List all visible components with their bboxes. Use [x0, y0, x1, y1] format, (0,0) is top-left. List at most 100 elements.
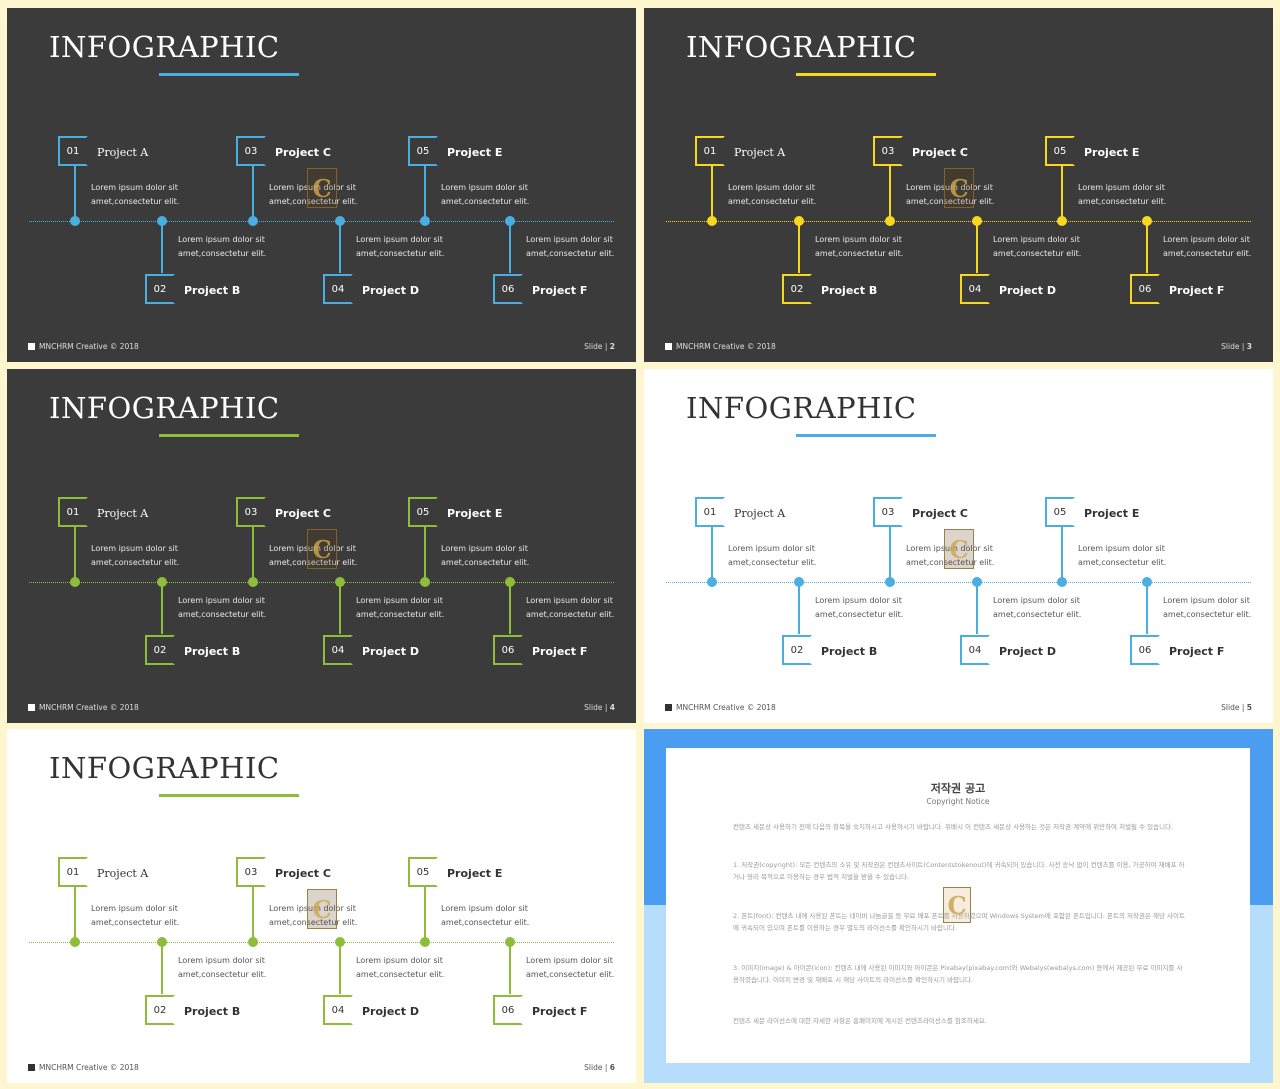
project-name: Project D	[362, 1005, 420, 1018]
footer-credit: MNCHRM Creative © 2018	[39, 342, 139, 351]
timeline-dot	[794, 577, 804, 587]
project-name: Project C	[275, 507, 331, 520]
project-name: Project F	[1169, 284, 1225, 297]
project-name: Project F	[532, 645, 588, 658]
project-description: Lorem ipsum dolor sit	[993, 235, 1080, 244]
timeline-stem	[252, 886, 254, 942]
project-name: Project D	[362, 284, 420, 297]
timeline-stem	[1146, 221, 1148, 273]
timeline-dot	[1057, 577, 1067, 587]
timeline-dot	[1142, 577, 1152, 587]
project-description: amet,consectetur elit.	[356, 249, 445, 258]
project-number-box: 03	[873, 136, 903, 166]
notice-title: 저작권 공고	[930, 782, 986, 795]
timeline-dot	[335, 577, 345, 587]
project-description: amet,consectetur elit.	[526, 249, 615, 258]
project-number-box: 01	[58, 497, 88, 527]
project-description: Lorem ipsum dolor sit	[815, 596, 902, 605]
slide-number: Slide | 3	[1221, 342, 1252, 351]
timeline-dot	[885, 216, 895, 226]
project-description: amet,consectetur elit.	[269, 197, 358, 206]
timeline-stem	[161, 221, 163, 273]
project-number-box: 03	[236, 136, 266, 166]
project-description: amet,consectetur elit.	[441, 918, 530, 927]
project-number-box: 06	[493, 274, 523, 304]
timeline-line	[666, 221, 1251, 222]
project-name: Project F	[532, 1005, 588, 1018]
watermark-logo: C	[307, 889, 337, 929]
timeline-dot	[248, 577, 258, 587]
project-name: Project B	[821, 284, 878, 297]
timeline-line	[29, 221, 614, 222]
timeline-stem	[711, 165, 713, 221]
project-description: amet,consectetur elit.	[815, 249, 904, 258]
notice-card: 저작권 공고 Copyright Notice 컨텐츠 세문상 사용하기 전에 …	[666, 748, 1250, 1063]
timeline-stem	[976, 582, 978, 634]
project-name: Project E	[447, 507, 503, 520]
timeline-stem	[509, 582, 511, 634]
notice-subtitle: Copyright Notice	[926, 797, 990, 806]
project-name: Project D	[999, 284, 1057, 297]
project-description: amet,consectetur elit.	[1078, 197, 1167, 206]
project-number-box: 03	[236, 497, 266, 527]
timeline-stem	[161, 582, 163, 634]
project-number-box: 03	[873, 497, 903, 527]
footer-credit: MNCHRM Creative © 2018	[676, 703, 776, 712]
project-name: Project C	[275, 146, 331, 159]
project-description: amet,consectetur elit.	[178, 610, 267, 619]
project-description: amet,consectetur elit.	[906, 197, 995, 206]
project-description: amet,consectetur elit.	[1163, 249, 1252, 258]
project-name: Project C	[912, 146, 968, 159]
footer-square-icon	[665, 704, 672, 711]
timeline-dot	[505, 937, 515, 947]
project-description: amet,consectetur elit.	[356, 610, 445, 619]
project-number-box: 01	[695, 136, 725, 166]
footer-credit: MNCHRM Creative © 2018	[676, 342, 776, 351]
notice-paragraph: 컨텐츠 세문상 사용하기 전에 다음의 항목을 숙지하시고 사용하시기 바랍니다…	[733, 823, 1174, 831]
project-description: amet,consectetur elit.	[993, 610, 1082, 619]
project-description: Lorem ipsum dolor sit	[178, 235, 265, 244]
notice-paragraph: 컨텐츠 세문 라이선스에 대한 자세한 사항은 홈페이지에 게시된 컨텐츠라이선…	[733, 1017, 987, 1025]
timeline-stem	[424, 165, 426, 221]
project-number-box: 04	[323, 635, 353, 665]
project-description: Lorem ipsum dolor sit	[178, 956, 265, 965]
project-number-box: 05	[408, 136, 438, 166]
timeline-stem	[1061, 165, 1063, 221]
timeline-stem	[339, 221, 341, 273]
project-description-block: Lorem ipsum dolor sit amet,consectetur el…	[269, 181, 389, 209]
watermark-logo: C	[307, 168, 337, 208]
project-description: amet,consectetur elit.	[178, 249, 267, 258]
project-name: Project C	[912, 507, 968, 520]
project-description: Lorem ipsum dolor sit	[728, 544, 815, 553]
project-description: Lorem ipsum dolor sit	[269, 183, 356, 192]
project-name: Project B	[821, 645, 878, 658]
timeline-dot	[1142, 216, 1152, 226]
timeline-stem	[74, 526, 76, 582]
timeline-dot	[157, 937, 167, 947]
timeline-line	[29, 582, 614, 583]
timeline-stem	[424, 886, 426, 942]
watermark-logo: C	[944, 529, 974, 569]
project-number-box: 02	[782, 635, 812, 665]
project-number-box: 02	[145, 274, 175, 304]
project-description: Lorem ipsum dolor sit	[526, 956, 613, 965]
project-number-box: 05	[408, 497, 438, 527]
slide-title: INFOGRAPHIC	[686, 30, 917, 64]
timeline-stem	[161, 942, 163, 994]
project-description: amet,consectetur elit.	[906, 558, 995, 567]
project-description: Lorem ipsum dolor sit	[91, 183, 178, 192]
